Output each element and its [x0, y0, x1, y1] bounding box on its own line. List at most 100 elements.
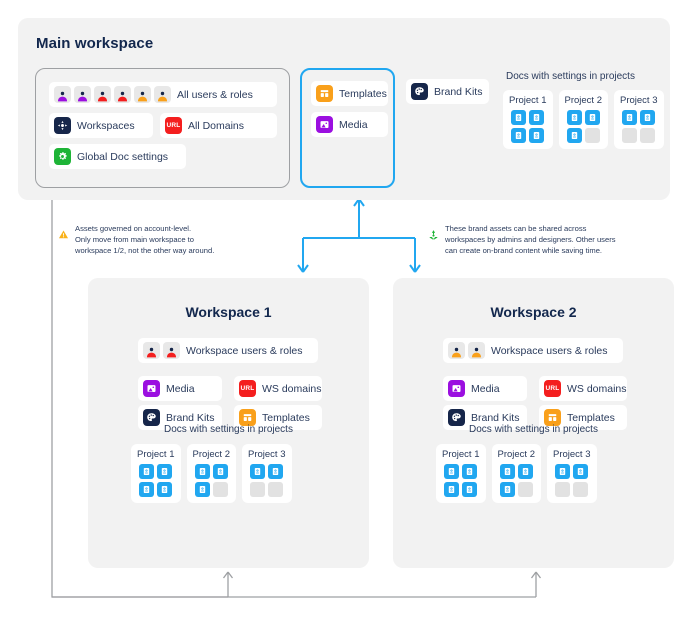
chip-workspaces[interactable]: Workspaces [49, 113, 153, 138]
avatar-group [448, 342, 485, 359]
doc-empty-slot [622, 128, 638, 143]
page-title: Main workspace [36, 35, 154, 52]
chip-label: WS domains [567, 382, 627, 395]
project-name: Project 2 [192, 449, 231, 460]
palette-icon [411, 83, 428, 100]
doc-empty-slot [517, 482, 533, 497]
doc-empty-slot [584, 128, 600, 143]
avatar [154, 86, 171, 103]
chip-templates[interactable]: Templates [311, 81, 388, 106]
chip-label: Media [339, 118, 368, 131]
project-name: Project 3 [553, 449, 591, 460]
project-name: Project 1 [137, 449, 175, 460]
avatar [468, 342, 485, 359]
project-card[interactable]: Project 2 [491, 444, 541, 503]
chip-media[interactable]: Media [443, 376, 527, 401]
doc-with-settings-icon [529, 110, 545, 125]
projects-heading: Docs with settings in projects [506, 71, 635, 82]
avatar [134, 86, 151, 103]
doc-with-settings-icon [555, 464, 571, 479]
chip-label: All users & roles [177, 88, 253, 101]
project-card[interactable]: Project 1 [436, 444, 486, 503]
avatar-group [143, 342, 180, 359]
avatar [74, 86, 91, 103]
project-name: Project 1 [442, 449, 480, 460]
chip-label: Media [471, 382, 500, 395]
doc-grid [566, 110, 600, 143]
media-icon [143, 380, 160, 397]
doc-with-settings-icon [462, 482, 478, 497]
project-card-row: Project 1 Project 2 Project 3 [131, 444, 292, 503]
project-card[interactable]: Project 3 [614, 90, 664, 149]
workspace-title: Workspace 1 [185, 304, 272, 320]
chip-label: Brand Kits [471, 411, 520, 424]
project-card-row: Project 1 Project 2 Project 3 [436, 444, 597, 503]
chip-brand-kits[interactable]: Brand Kits [406, 79, 489, 104]
doc-with-settings-icon [499, 464, 515, 479]
chip-all-users-roles[interactable]: All users & roles [49, 82, 277, 107]
project-card[interactable]: Project 1 [131, 444, 181, 503]
doc-grid [444, 464, 478, 497]
doc-with-settings-icon [584, 110, 600, 125]
main-workspace-panel: Main workspace All users & roles Workspa… [18, 18, 670, 200]
doc-with-settings-icon [573, 464, 589, 479]
projects-heading: Docs with settings in projects [164, 424, 293, 435]
templates-icon [239, 409, 256, 426]
chip-brand-kits[interactable]: Brand Kits [443, 405, 527, 430]
chip-label: Brand Kits [434, 85, 483, 98]
url-icon: URL [165, 117, 182, 134]
chip-templates[interactable]: Templates [539, 405, 627, 430]
chip-label: Workspace users & roles [491, 344, 608, 357]
chip-label: Templates [567, 411, 615, 424]
project-card[interactable]: Project 1 [503, 90, 553, 149]
doc-with-settings-icon [139, 464, 155, 479]
doc-empty-slot [250, 482, 266, 497]
chip-workspace-users-roles[interactable]: Workspace users & roles [443, 338, 623, 363]
doc-with-settings-icon [444, 464, 460, 479]
chip-workspace-users-roles[interactable]: Workspace users & roles [138, 338, 318, 363]
doc-with-settings-icon [622, 110, 638, 125]
note-text: These brand assets can be shared across … [445, 224, 616, 255]
chip-global-doc-settings[interactable]: Global Doc settings [49, 144, 186, 169]
doc-grid [139, 464, 173, 497]
chip-label: Media [166, 382, 195, 395]
avatar [143, 342, 160, 359]
doc-empty-slot [555, 482, 571, 497]
chip-label: Templates [262, 411, 310, 424]
note-share: These brand assets can be shared across … [428, 224, 658, 256]
media-icon [448, 380, 465, 397]
chip-templates[interactable]: Templates [234, 405, 322, 430]
admin-settings-group: All users & roles Workspaces URL All Dom… [35, 68, 290, 188]
project-card[interactable]: Project 3 [547, 444, 597, 503]
project-name: Project 3 [620, 95, 658, 106]
doc-with-settings-icon [157, 482, 173, 497]
project-card[interactable]: Project 3 [242, 444, 292, 503]
chip-all-domains[interactable]: URL All Domains [160, 113, 277, 138]
avatar [54, 86, 71, 103]
chip-brand-kits[interactable]: Brand Kits [138, 405, 222, 430]
avatar [94, 86, 111, 103]
doc-grid [250, 464, 284, 497]
chip-media[interactable]: Media [138, 376, 222, 401]
doc-with-settings-icon [529, 128, 545, 143]
doc-with-settings-icon [157, 464, 173, 479]
chip-label: Templates [339, 87, 387, 100]
project-card[interactable]: Project 2 [186, 444, 236, 503]
chip-label: Brand Kits [166, 411, 215, 424]
avatar [114, 86, 131, 103]
doc-empty-slot [212, 482, 228, 497]
doc-with-settings-icon [640, 110, 656, 125]
chip-label: WS domains [262, 382, 322, 395]
doc-with-settings-icon [566, 128, 582, 143]
doc-with-settings-icon [212, 464, 228, 479]
chip-label: All Domains [188, 119, 245, 132]
workspace-title: Workspace 2 [490, 304, 577, 320]
project-card[interactable]: Project 2 [558, 90, 608, 149]
avatar-group [54, 86, 171, 103]
avatar [448, 342, 465, 359]
chip-media[interactable]: Media [311, 112, 388, 137]
palette-icon [143, 409, 160, 426]
gear-icon [54, 148, 71, 165]
